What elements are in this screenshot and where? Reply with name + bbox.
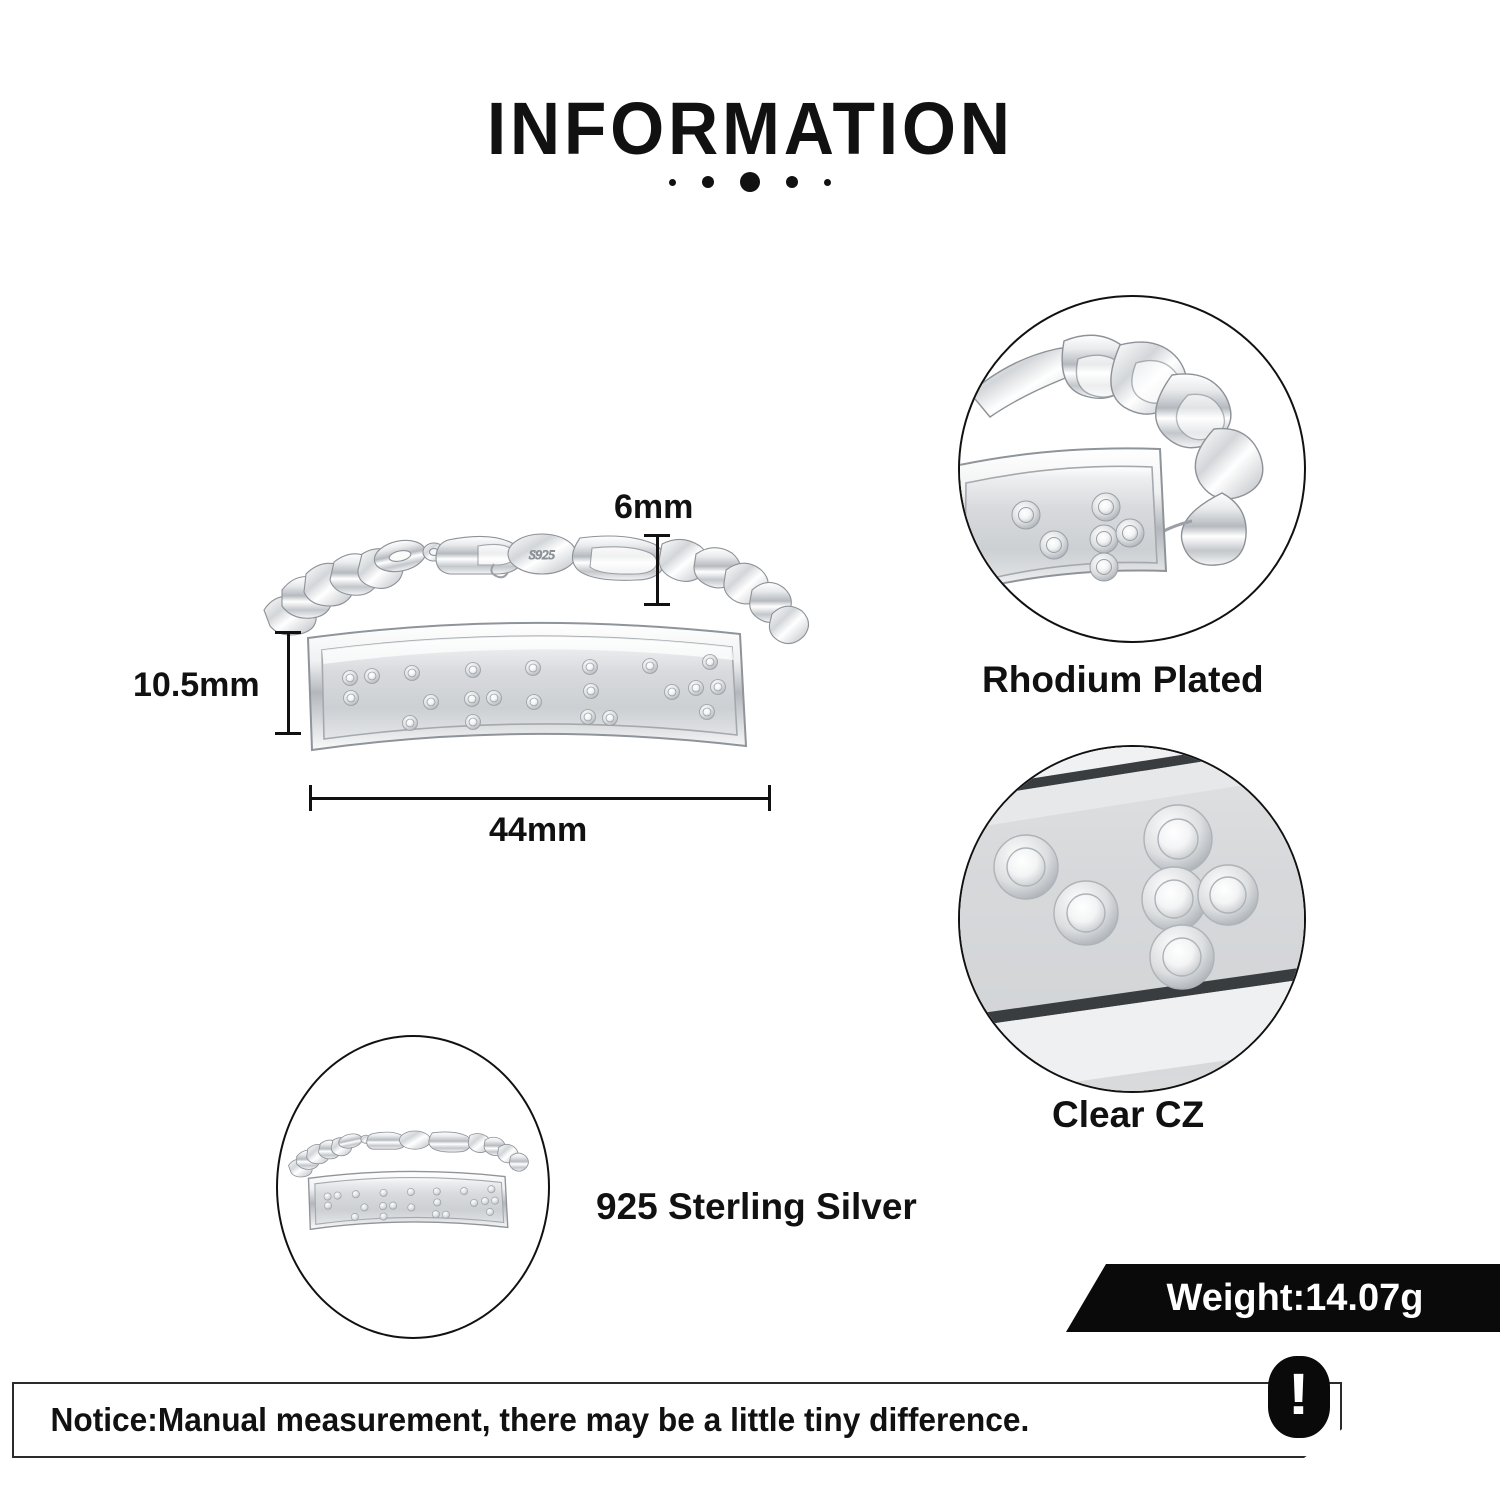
decor-dot-2 <box>702 176 714 188</box>
exclamation-glyph: ! <box>1287 1362 1311 1427</box>
braille-cz-dots <box>342 654 726 731</box>
feature-label-rhodium-plated: Rhodium Plated <box>982 659 1264 700</box>
dimension-label-chain-width: 6mm <box>614 488 694 526</box>
lobster-clasp: S925 <box>422 533 577 579</box>
dimension-cap-bottom-plate-height <box>275 732 301 735</box>
weight-badge-text: Weight:14.07g <box>1166 1276 1424 1319</box>
macro-cz-stones <box>993 804 1259 990</box>
notice-text: Notice:Manual measurement, there may be … <box>50 1401 1030 1438</box>
hallmark-s925: S925 <box>529 547 556 562</box>
decor-dot-1 <box>669 178 676 186</box>
page-title-wrap: INFORMATION <box>0 92 1500 166</box>
main-product-image: S925 <box>263 533 810 752</box>
detail-circle-clear-cz <box>958 745 1306 1093</box>
detail-circle-sterling-silver <box>276 1035 550 1339</box>
dimension-line-plate-length <box>309 797 771 800</box>
dimension-label-plate-height: 10.5mm <box>133 666 260 704</box>
dimension-cap-top-plate-height <box>275 631 301 634</box>
dimension-cap-right-plate-length <box>768 785 771 811</box>
chain-left <box>263 539 427 636</box>
dimension-label-plate-length: 44mm <box>489 811 588 849</box>
decor-dot-5 <box>824 178 831 186</box>
clear-cz-closeup-art <box>960 747 1304 1091</box>
rhodium-plate-fragment <box>960 447 1168 594</box>
rhodium-closeup-art <box>960 334 1264 594</box>
weight-badge: Weight:14.07g <box>1066 1264 1500 1332</box>
exclamation-icon: ! <box>1268 1356 1330 1438</box>
dimension-cap-bottom-chain-width <box>644 603 670 606</box>
title-decoration-dots <box>0 172 1500 192</box>
page-title: INFORMATION <box>486 87 1014 170</box>
feature-label-clear-cz: Clear CZ <box>1052 1094 1205 1135</box>
chain-right <box>571 535 810 645</box>
notice-bar: Notice:Manual measurement, there may be … <box>12 1382 1342 1458</box>
decor-dot-4 <box>786 176 798 188</box>
dimension-line-plate-height <box>287 631 290 735</box>
decor-dot-3 <box>740 172 760 192</box>
feature-label-sterling-silver: 925 Sterling Silver <box>596 1186 917 1227</box>
sterling-silver-thumb-art <box>288 1130 529 1231</box>
dimension-line-chain-width <box>656 534 659 606</box>
dimension-cap-left-plate-length <box>309 785 312 811</box>
detail-circle-rhodium-plated <box>958 295 1306 643</box>
id-plate <box>306 621 748 752</box>
dimension-cap-top-chain-width <box>644 534 670 537</box>
